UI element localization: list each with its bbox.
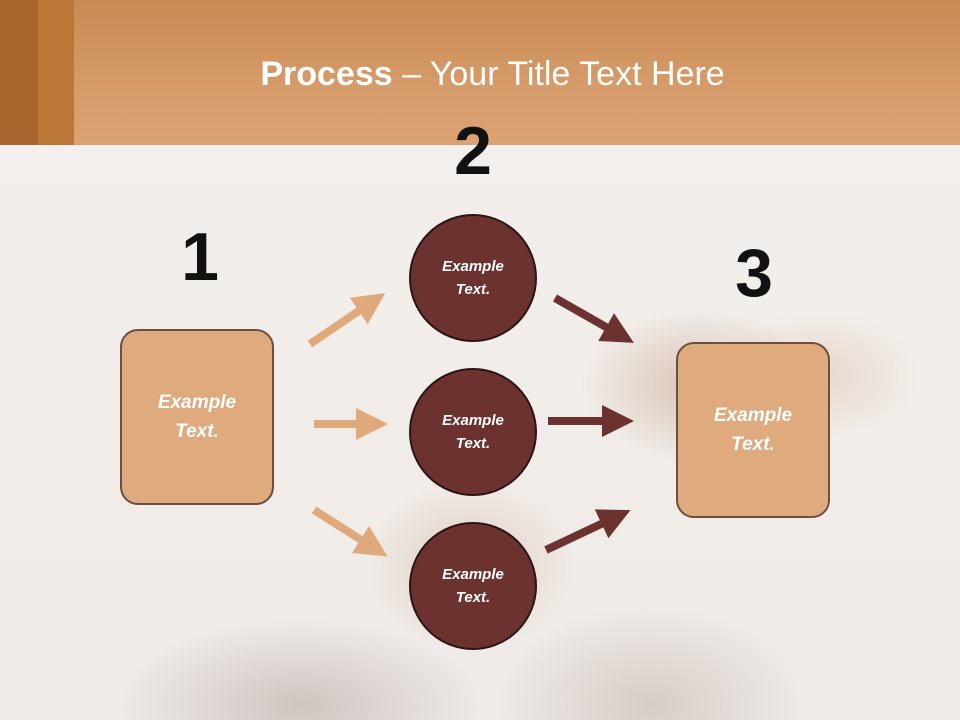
arrow-circle1-to-box3 [553, 294, 634, 343]
step-1-box-text: Example Text. [157, 392, 237, 442]
title-rest: – Your Title Text Here [392, 55, 725, 93]
accent-stripe [38, 0, 74, 145]
step-2-circle-2: Example Text. [409, 368, 537, 496]
accent-stripe [0, 0, 38, 145]
title-bar [0, 0, 960, 145]
step-1-box: Example Text. [120, 329, 274, 505]
step-2-circle-3: Example Text. [409, 522, 537, 650]
arrow-circle3-to-box3 [544, 509, 631, 554]
circle-2-text: Example Text. [442, 412, 504, 452]
step-3-box: Example Text. [676, 342, 830, 518]
arrow-box1-to-circle3 [311, 506, 388, 557]
title-bold: Process [260, 55, 393, 93]
arrow-box1-to-circle1 [307, 293, 386, 348]
step-2-circle-1: Example Text. [409, 214, 537, 342]
circle-1-text: Example Text. [442, 258, 504, 298]
step-number-1: 1 [181, 219, 219, 295]
slide-title: Process – Your Title Text Here [0, 52, 960, 96]
step-3-box-text: Example Text. [713, 405, 793, 455]
step-number-3: 3 [735, 235, 773, 311]
circle-3-text: Example Text. [442, 566, 504, 606]
step-number-2: 2 [454, 113, 492, 189]
